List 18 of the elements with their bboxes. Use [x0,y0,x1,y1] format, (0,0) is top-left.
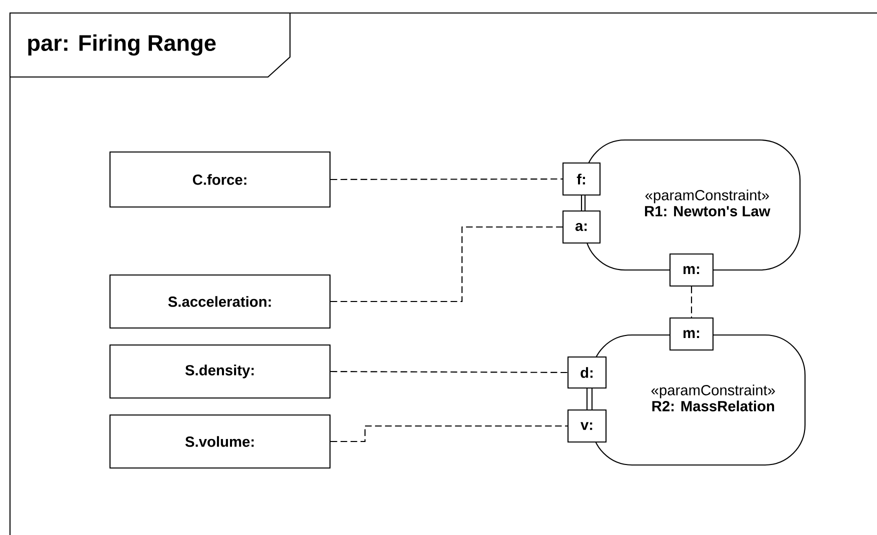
connector [580,196,582,210]
connector [330,178,562,180]
port-box: f: [562,162,601,196]
frame-tab: par: Firing Range [9,12,291,78]
connector [586,388,588,410]
block-box: S.density: [109,344,331,399]
port-box: m: [669,317,714,351]
connector [330,370,568,374]
block-box: S.volume: [109,414,331,469]
port-box: v: [567,409,607,443]
connector [330,425,568,442]
port-box: d: [567,356,607,389]
block-box: C.force: [109,151,331,208]
connector [330,226,562,302]
connector [690,286,692,318]
port-box: m: [669,253,714,287]
port-box: a: [562,210,601,244]
block-box: S.acceleration: [109,274,331,329]
